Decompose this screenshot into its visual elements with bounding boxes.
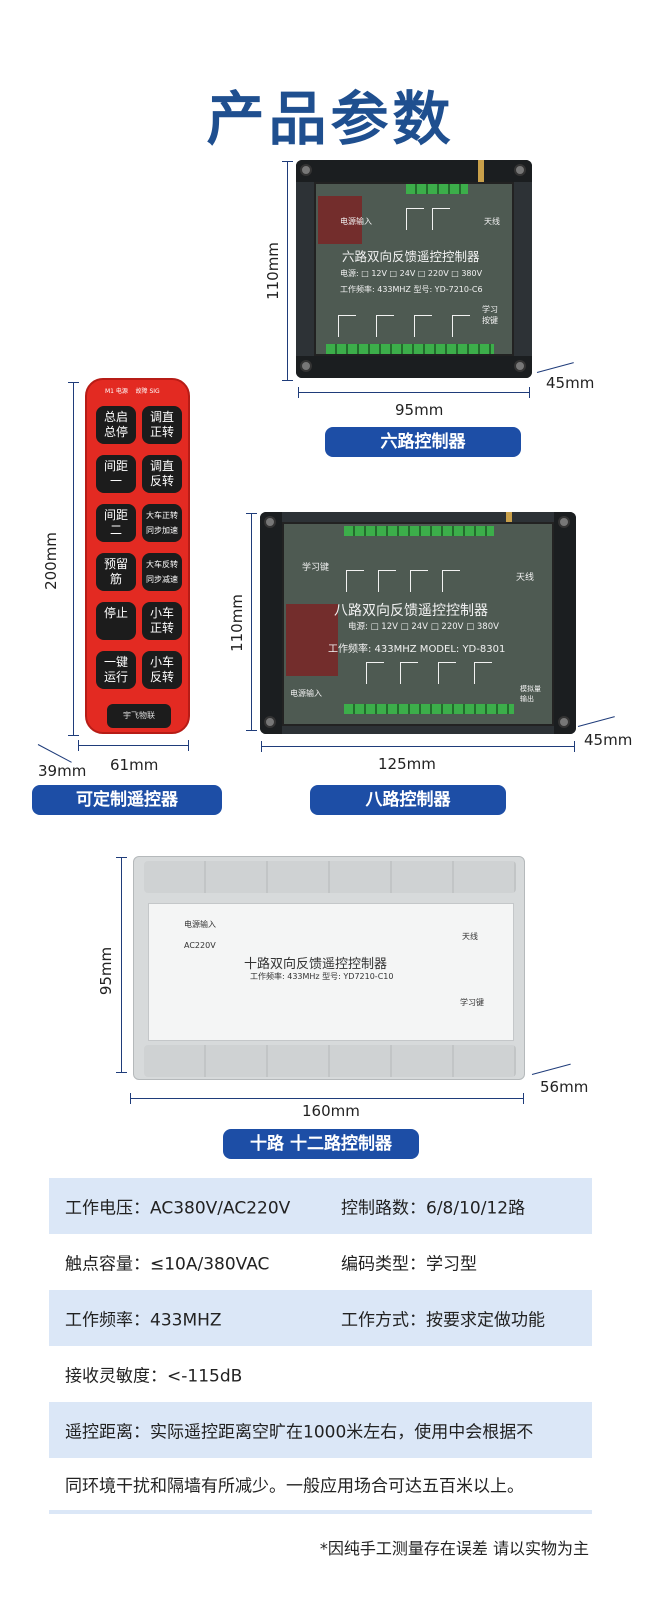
remote-button[interactable]: 停止: [96, 602, 136, 640]
six-antenna-label: 天线: [484, 217, 500, 226]
ten-antenna-label: 天线: [462, 932, 478, 941]
remote-button[interactable]: 间距二: [96, 504, 136, 542]
spec-row: 同环境干扰和隔墙有所减少。一般应用场合可达五百米以上。: [49, 1458, 592, 1514]
footnote: *因纯手工测量存在误差 请以实物为主: [319, 1539, 589, 1558]
six-freq-line: 工作频率: 433MHZ 型号: YD-7210-C6: [340, 285, 483, 294]
remote-button[interactable]: 小车反转: [142, 651, 182, 689]
spec-sensitivity: 接收灵敏度：<-115dB: [65, 1366, 243, 1387]
eight-antenna-label: 天线: [516, 573, 535, 583]
six-depth-label: 45mm: [546, 374, 595, 392]
page-title: 产品参数: [206, 85, 455, 153]
spec-voltage: 工作电压：AC380V/AC220V: [65, 1198, 291, 1219]
remote-width-label: 61mm: [110, 756, 159, 774]
remote-logo: 宇飞物联: [107, 704, 171, 728]
ten-way-label: 十路 十二路控制器: [223, 1129, 419, 1159]
six-power-in: 电源输入: [340, 217, 372, 226]
spec-row: 工作电压：AC380V/AC220V 控制路数：6/8/10/12路: [49, 1178, 592, 1234]
remote-button[interactable]: 调直反转: [142, 455, 182, 493]
eight-height-line: [246, 513, 257, 731]
ten-freq-line: 工作频率: 433MHz 型号: YD7210-C10: [250, 972, 394, 981]
eight-analog-label: 模拟量输出: [520, 685, 541, 703]
eight-width-label: 125mm: [378, 755, 436, 773]
six-height-line: [282, 161, 293, 381]
ten-depth-label: 56mm: [540, 1078, 589, 1096]
spec-row: 遥控距离：实际遥控距离空旷在1000米左右，使用中会根据不: [49, 1402, 592, 1458]
six-board-title: 六路双向反馈遥控控制器: [342, 249, 480, 264]
spec-contact: 触点容量：≤10A/380VAC: [65, 1254, 270, 1275]
ten-power-ac: AC220V: [184, 941, 216, 950]
six-width-label: 95mm: [395, 401, 444, 419]
spec-mode: 工作方式：按要求定做功能: [341, 1310, 545, 1331]
remote-button[interactable]: 间距一: [96, 455, 136, 493]
ten-learn-label: 学习键: [460, 998, 484, 1007]
remote-button[interactable]: 小车正转: [142, 602, 182, 640]
spec-channels: 控制路数：6/8/10/12路: [341, 1198, 526, 1219]
ten-height-label: 95mm: [97, 946, 116, 996]
ten-board-title: 十路双向反馈遥控控制器: [244, 957, 388, 972]
remote-label: 可定制遥控器: [32, 785, 222, 815]
six-way-controller-image: 电源输入 天线 六路双向反馈遥控控制器 电源: □ 12V □ 24V □ 22…: [296, 160, 532, 378]
ten-width-line: [130, 1093, 524, 1104]
six-height-label: 110mm: [263, 242, 282, 300]
remote-height-label: 200mm: [41, 532, 60, 590]
spec-row: 工作频率：433MHZ 工作方式：按要求定做功能: [49, 1290, 592, 1346]
eight-depth-label: 45mm: [584, 731, 633, 749]
remote-button[interactable]: 调直正转: [142, 406, 182, 444]
six-width-line: [298, 387, 530, 398]
six-power-line: 电源: □ 12V □ 24V □ 220V □ 380V: [340, 269, 483, 278]
six-learn-label: 学习按键: [482, 305, 498, 325]
eight-learn-label: 学习键: [302, 563, 330, 573]
spec-range-2: 同环境干扰和隔墙有所减少。一般应用场合可达五百米以上。: [65, 1476, 524, 1497]
spec-row: 接收灵敏度：<-115dB: [49, 1346, 592, 1402]
eight-power-line: 电源: □ 12V □ 24V □ 220V □ 380V: [348, 622, 499, 632]
ten-way-controller-image: 电源输入 AC220V 天线 十路双向反馈遥控控制器 工作频率: 433MHz …: [133, 856, 525, 1080]
remote-button[interactable]: 总启总停: [96, 406, 136, 444]
eight-power-in: 电源输入: [290, 689, 322, 698]
ten-power-in: 电源输入: [184, 920, 216, 929]
spec-frequency: 工作频率：433MHZ: [65, 1310, 222, 1331]
remote-depth-label: 39mm: [38, 762, 87, 780]
six-way-label: 六路控制器: [325, 427, 521, 457]
eight-height-label: 110mm: [227, 594, 246, 652]
ten-height-line: [116, 857, 127, 1073]
remote-button[interactable]: 大车正转同步加速: [142, 504, 182, 542]
spec-coding: 编码类型：学习型: [341, 1254, 477, 1275]
remote-button[interactable]: 一键运行: [96, 651, 136, 689]
eight-way-label: 八路控制器: [310, 785, 506, 815]
remote-height-line: [68, 382, 79, 736]
eight-board-title: 八路双向反馈遥控控制器: [334, 603, 488, 619]
remote-button[interactable]: 大车反转同步减速: [142, 553, 182, 591]
ten-width-label: 160mm: [302, 1102, 360, 1120]
eight-freq-line: 工作频率: 433MHZ MODEL: YD-8301: [328, 644, 506, 655]
remote-button[interactable]: 预留筋: [96, 553, 136, 591]
eight-width-line: [261, 741, 575, 752]
spec-range-1: 遥控距离：实际遥控距离空旷在1000米左右，使用中会根据不: [65, 1422, 534, 1443]
spec-row: 触点容量：≤10A/380VAC 编码类型：学习型: [49, 1234, 592, 1290]
eight-way-controller-image: 学习键 天线 八路双向反馈遥控控制器 电源: □ 12V □ 24V □ 220…: [260, 512, 576, 734]
remote-width-line: [78, 740, 189, 751]
